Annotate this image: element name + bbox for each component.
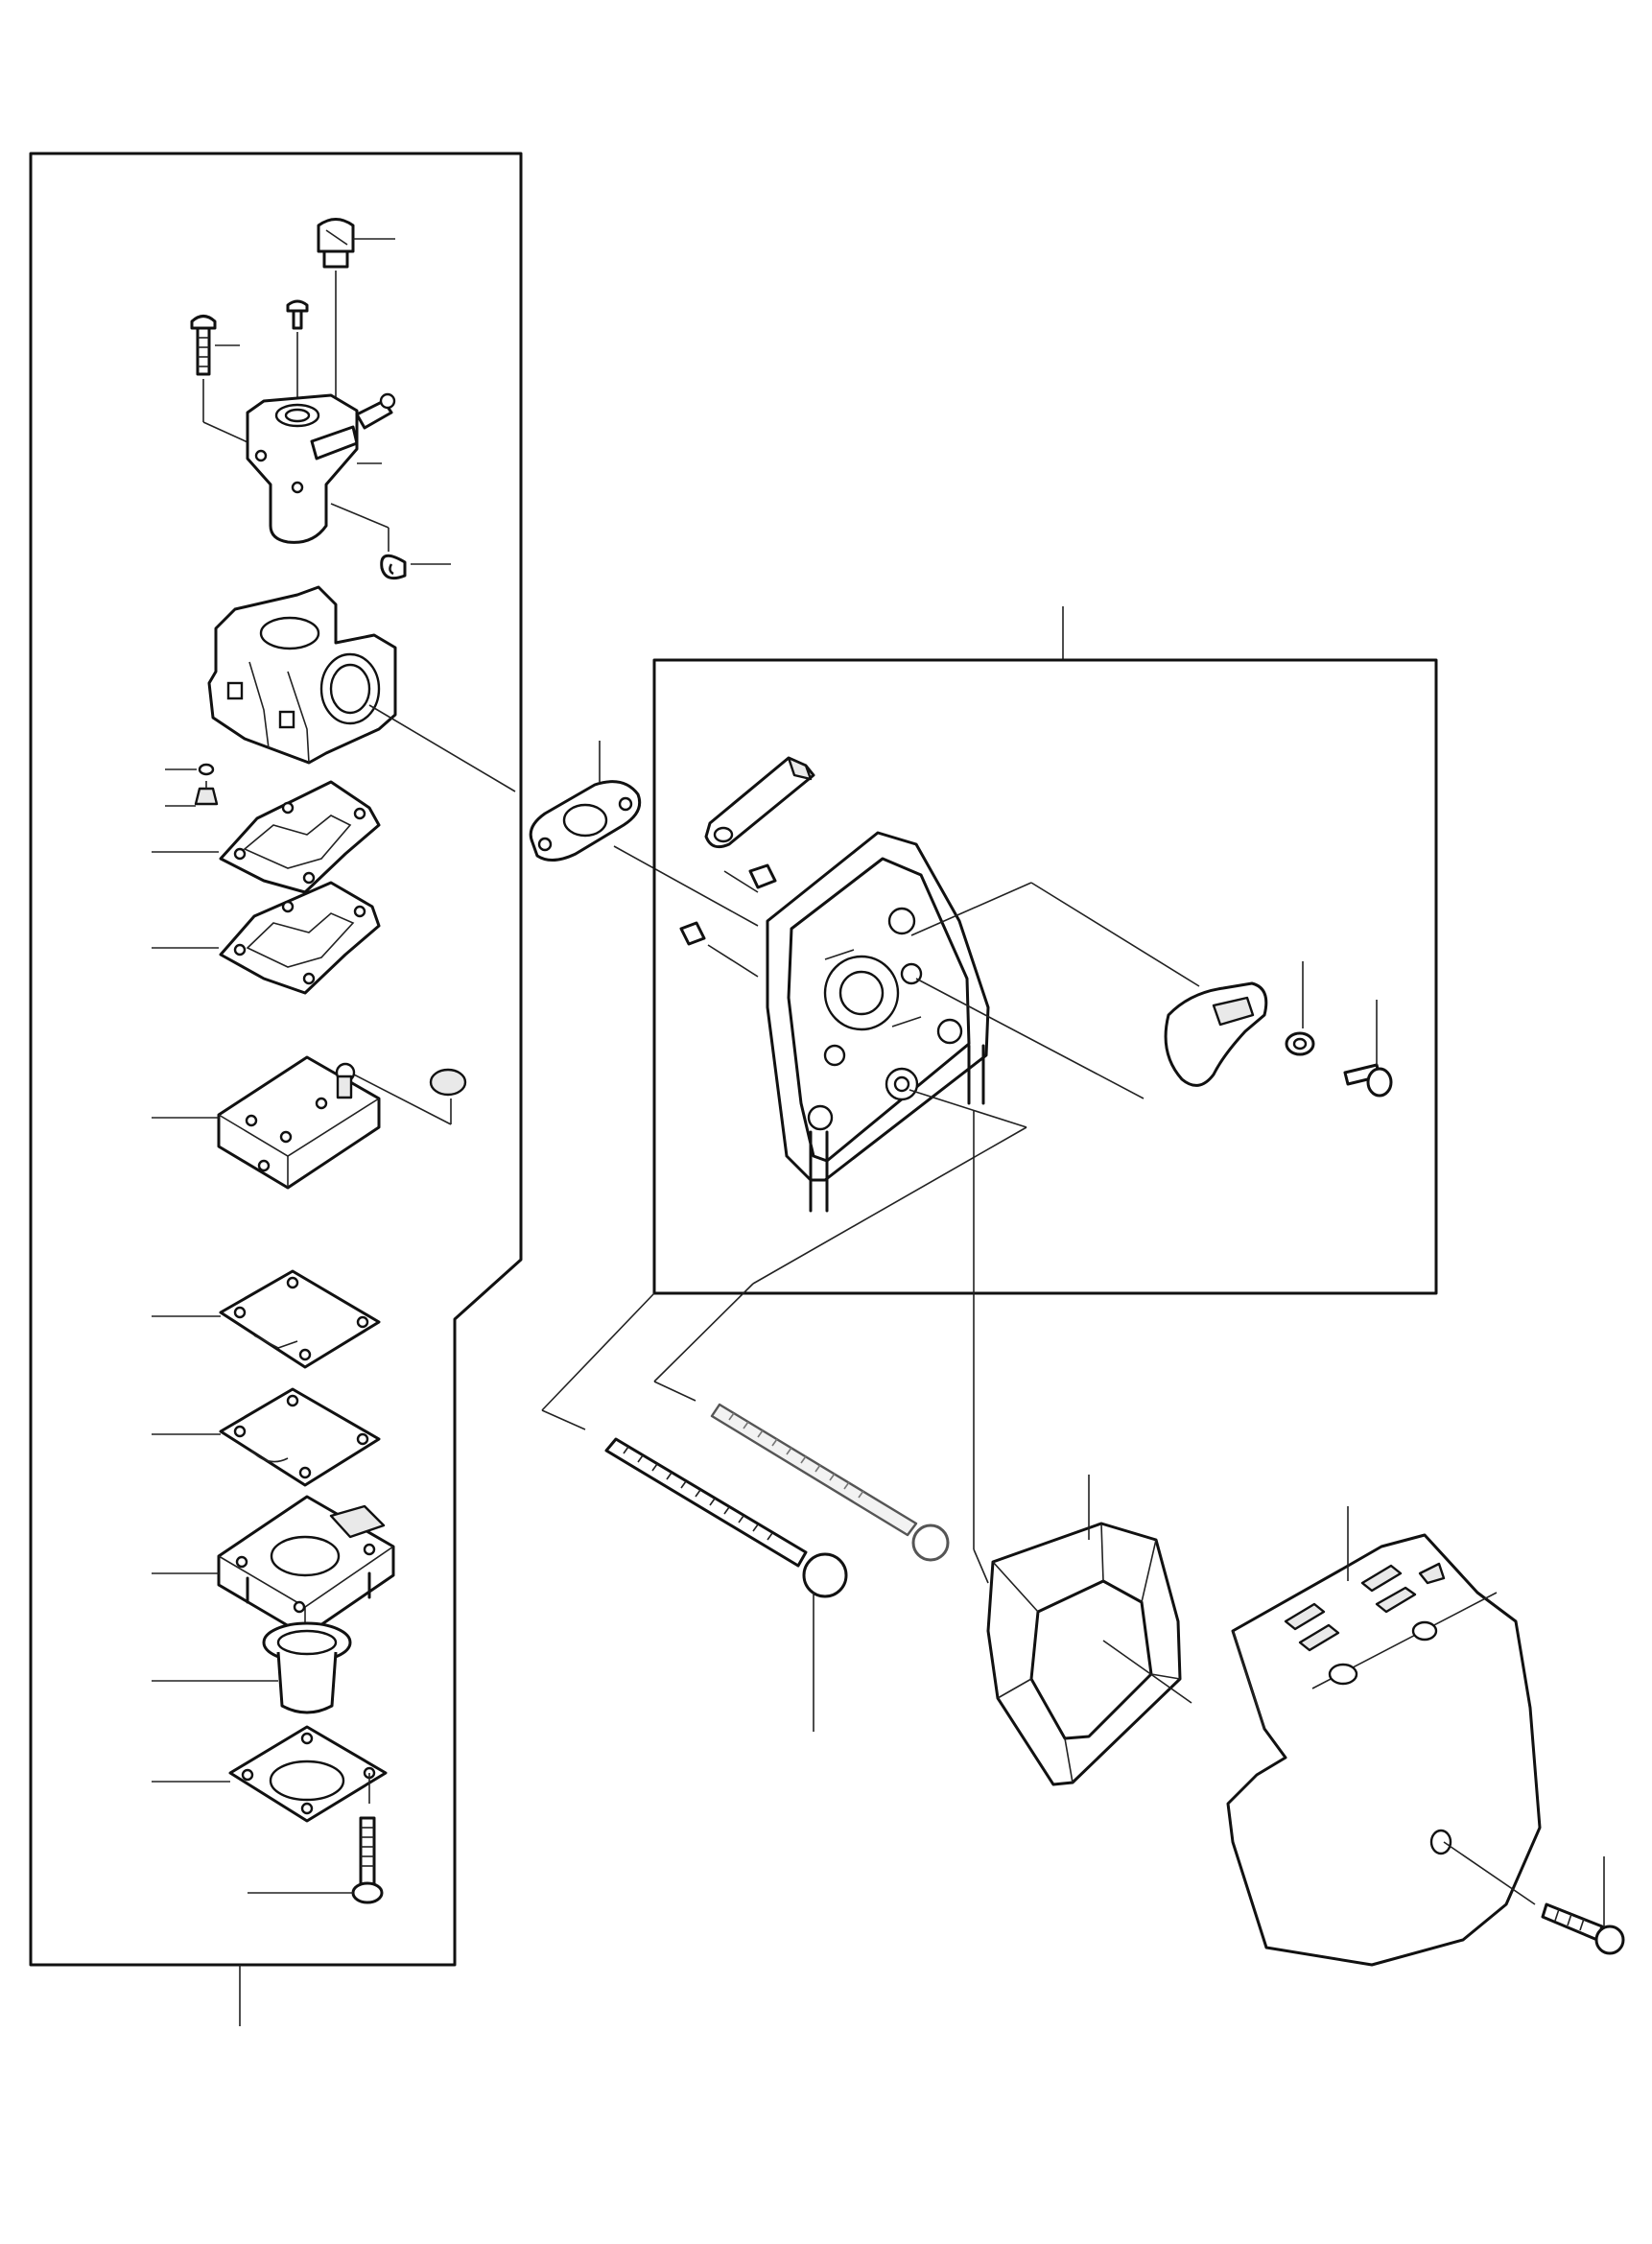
part-81-bolt (604, 1437, 848, 1598)
part-cam-plate (1164, 981, 1268, 1087)
part-small-pin-1 (748, 863, 777, 889)
part-142-cover (217, 1495, 395, 1638)
part-carburetor-body (207, 585, 397, 765)
part-110-plate (228, 1725, 388, 1823)
air-cleaner-base-frame (652, 658, 1438, 1295)
part-80-filter (986, 1522, 1182, 1786)
part-87-screw (1343, 1063, 1393, 1098)
part-111-screw (351, 1816, 384, 1904)
part-98-knob (317, 218, 355, 269)
part-83-gasket (529, 780, 642, 862)
part-small-pin-2 (679, 921, 706, 946)
part-air-cleaner-base (766, 831, 990, 1213)
part-100-screw (190, 315, 217, 376)
part-88-bolt (1541, 1902, 1625, 1955)
part-106-gasket (219, 881, 381, 995)
part-109-diaphragm (219, 1387, 381, 1487)
part-101-body (246, 392, 396, 544)
part-105-gasket (219, 780, 381, 894)
carburetor-assembly-frame (29, 152, 523, 1967)
part-79-cover (1226, 1533, 1542, 1967)
part-small-screw (286, 299, 309, 330)
part-143-cup (262, 1621, 352, 1714)
part-107-disc (429, 1068, 467, 1097)
part-103-oring (198, 763, 215, 776)
part-104-needle (194, 781, 219, 806)
part-bolt-rear (710, 1403, 950, 1562)
part-102-clip (380, 554, 407, 580)
part-141-cover (217, 1055, 381, 1190)
part-86-washer (1285, 1031, 1315, 1056)
part-choke-lever (704, 756, 815, 849)
part-108-diaphragm (219, 1269, 381, 1369)
